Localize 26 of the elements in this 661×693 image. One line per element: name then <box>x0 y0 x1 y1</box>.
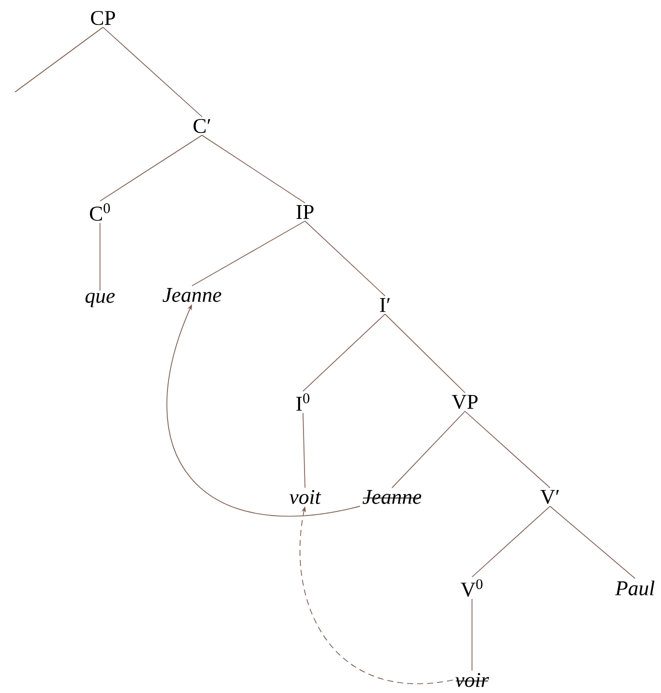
tree-branch <box>464 410 550 488</box>
tree-branch <box>392 410 466 488</box>
category-label: I′ <box>380 298 390 312</box>
category-label: CP <box>91 10 115 26</box>
leaf-word: que <box>86 292 115 308</box>
category-label: I$^{0}$ <box>296 393 310 411</box>
tree-branch <box>304 220 386 296</box>
leaf-word: Jeanne <box>162 288 222 302</box>
category-label: IP <box>296 205 314 219</box>
tree-branch <box>384 314 466 394</box>
tree-branch <box>302 412 306 488</box>
tree-branch <box>14 26 104 92</box>
category-label: V′ <box>540 490 559 504</box>
tree-branch <box>302 314 386 392</box>
leaf-word: voit <box>290 490 322 504</box>
tree-branch <box>102 26 202 118</box>
category-label: C′ <box>194 118 210 134</box>
tree-branch <box>472 506 550 578</box>
category-label: V$^{0}$ <box>460 579 482 597</box>
category-label: C$^{0}$ <box>90 203 110 221</box>
tree-branch <box>100 134 202 202</box>
leaf-word: Paul <box>615 580 654 596</box>
tree-branch <box>192 220 306 286</box>
category-label: VP <box>452 394 478 410</box>
tree-branch <box>550 506 636 579</box>
tree-branch <box>202 134 306 204</box>
